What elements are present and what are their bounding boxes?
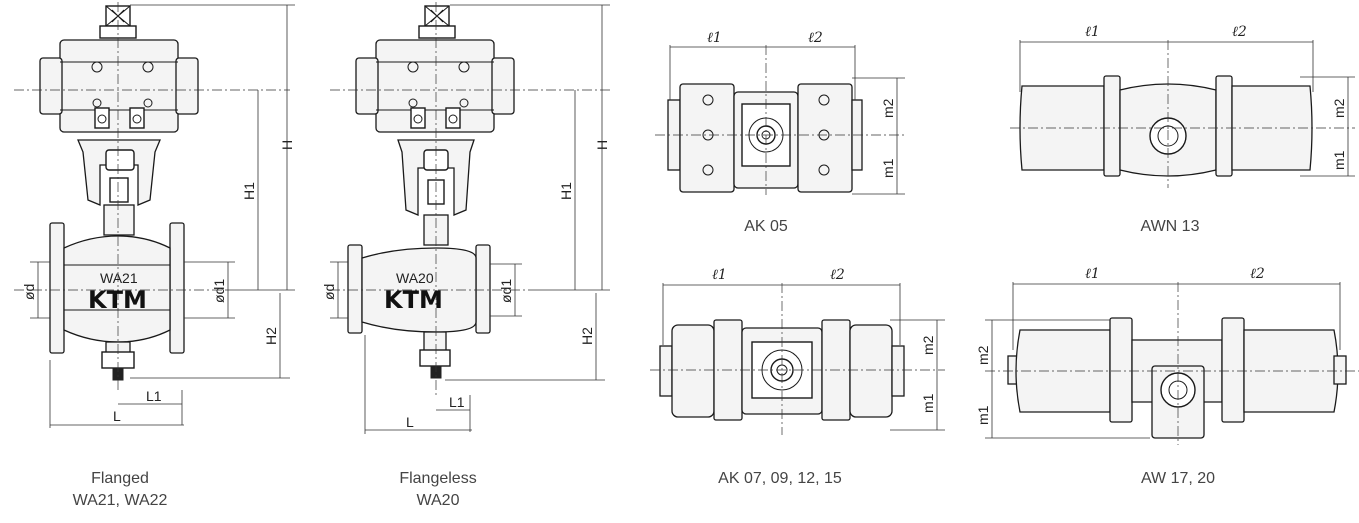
caption-ak07: AK 07, 09, 12, 15 xyxy=(718,470,842,487)
flangeless-dimensions xyxy=(330,4,610,434)
flangeless-dim-H2: H2 xyxy=(579,327,595,345)
caption-flangeless: Flangeless WA20 xyxy=(378,468,498,512)
flangeless-dim-H: H xyxy=(594,140,610,150)
flanged-valve-drawing xyxy=(14,2,290,390)
flangeless-dim-d: ød xyxy=(321,284,337,300)
flanged-dimensions xyxy=(30,4,295,428)
caption-flanged: Flanged WA21, WA22 xyxy=(60,468,180,512)
caption-flanged-title: Flanged xyxy=(91,470,149,487)
caption-flanged-models: WA21, WA22 xyxy=(72,492,168,509)
aw17-dim-l2: ℓ2 xyxy=(1250,266,1265,282)
flanged-dim-H1: H1 xyxy=(241,182,257,200)
aw17-dimensions xyxy=(985,282,1341,439)
awn13-dim-l1: ℓ1 xyxy=(1085,24,1100,40)
flanged-dim-H2: H2 xyxy=(263,327,279,345)
caption-awn13: AWN 13 xyxy=(1140,218,1200,235)
flanged-dim-L1: L1 xyxy=(146,388,162,404)
caption-flangeless-models: WA20 xyxy=(416,492,460,509)
flanged-dim-L: L xyxy=(113,408,121,424)
ak05-dim-l1: ℓ1 xyxy=(707,30,722,46)
ak05-dim-l2: ℓ2 xyxy=(808,30,823,46)
ak07-drawing xyxy=(650,283,945,435)
ak05-dimensions xyxy=(669,45,905,195)
ak07-dim-m1: m1 xyxy=(920,393,936,413)
flangeless-dim-d1: ød1 xyxy=(498,279,514,303)
aw17-drawing xyxy=(985,282,1359,445)
flangeless-valve-drawing xyxy=(330,2,610,395)
aw17-dim-m1: m1 xyxy=(975,405,991,425)
ak07-dim-l1: ℓ1 xyxy=(712,267,727,283)
flangeless-dim-H1: H1 xyxy=(558,182,574,200)
ak05-dim-m2: m2 xyxy=(880,98,896,118)
aw17-dim-l1: ℓ1 xyxy=(1085,266,1100,282)
flangeless-brand-logo: KTM xyxy=(384,286,443,314)
ak07-dim-m2: m2 xyxy=(920,335,936,355)
caption-flangeless-title: Flangeless xyxy=(399,470,477,487)
ak05-drawing xyxy=(655,45,905,195)
caption-ak05: AK 05 xyxy=(744,218,788,235)
flanged-dim-d: ød xyxy=(21,284,37,300)
awn13-dim-m1: m1 xyxy=(1331,150,1347,170)
awn13-dimensions xyxy=(1019,40,1355,177)
flangeless-dim-L1: L1 xyxy=(449,394,465,410)
flanged-dim-d1: ød1 xyxy=(211,279,227,303)
flanged-brand-logo: KTM xyxy=(88,286,147,314)
flanged-model-label: WA21 xyxy=(100,270,138,286)
flangeless-dim-L: L xyxy=(406,414,414,430)
ak07-dimensions xyxy=(662,283,945,431)
flanged-dim-H: H xyxy=(279,140,295,150)
ak05-dim-m1: m1 xyxy=(880,158,896,178)
awn13-dim-m2: m2 xyxy=(1331,98,1347,118)
aw17-dim-m2: m2 xyxy=(975,345,991,365)
caption-aw17: AW 17, 20 xyxy=(1140,470,1216,487)
awn13-dim-l2: ℓ2 xyxy=(1232,24,1247,40)
flangeless-model-label: WA20 xyxy=(396,270,434,286)
awn13-drawing xyxy=(1010,40,1355,188)
ak07-dim-l2: ℓ2 xyxy=(830,267,845,283)
